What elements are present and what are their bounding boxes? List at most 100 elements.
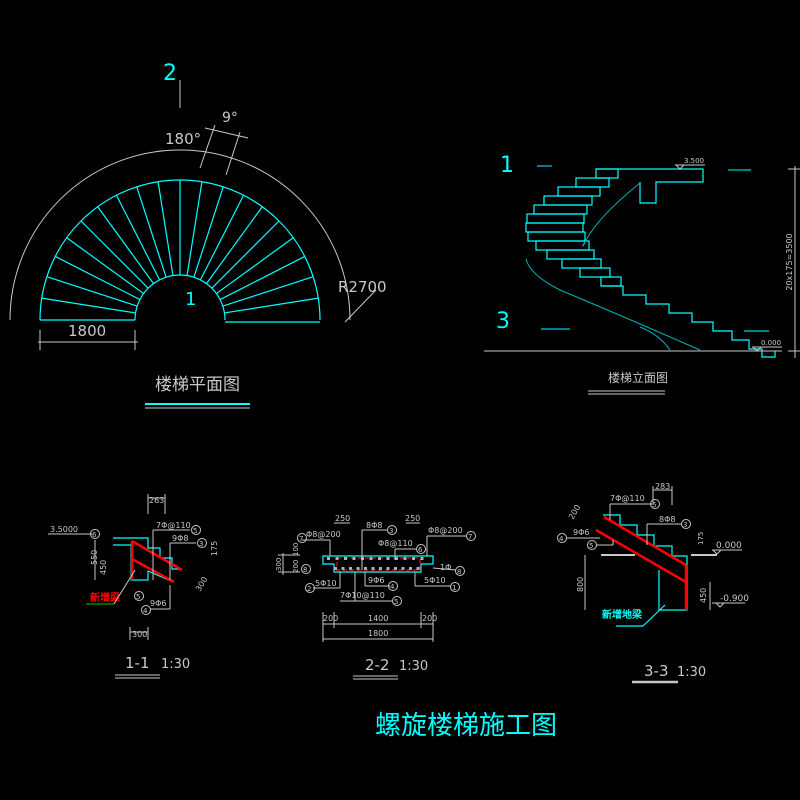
step <box>557 186 601 197</box>
height-dimension: 20x175=3500 <box>785 233 794 290</box>
rebar-dot <box>369 557 373 560</box>
rebar-dot <box>341 567 345 570</box>
dim-800: 800 <box>576 577 585 592</box>
callout-circle <box>197 538 207 548</box>
lower-flight <box>601 285 776 358</box>
dim-200-right: 200 <box>422 614 437 623</box>
callout-number: 8 <box>457 568 461 576</box>
radius-label: R2700 <box>338 278 387 296</box>
rebar-dot <box>379 567 382 570</box>
step <box>526 213 585 224</box>
level-triangle-icon <box>715 602 725 608</box>
step <box>535 240 590 251</box>
rebar-dot <box>409 567 412 570</box>
angle-dim-line <box>204 127 249 139</box>
step <box>527 231 586 242</box>
stringer-curve <box>582 182 641 247</box>
tread-line <box>224 297 319 314</box>
level-minus: -0.900 <box>720 594 749 604</box>
section-scale: 1:30 <box>399 659 428 674</box>
section-mark-3: 3 <box>496 309 510 334</box>
step <box>575 177 610 188</box>
rebar-dot <box>378 557 381 560</box>
callout-circle <box>450 582 460 592</box>
section-title: 3-3 <box>644 662 669 680</box>
section-mark-2: 2 <box>163 61 177 86</box>
rebar-dot <box>394 567 397 570</box>
rebar-right: Φ8@200 <box>428 526 463 535</box>
drawing-title: 螺旋楼梯施工图 <box>375 711 557 741</box>
step <box>546 249 595 260</box>
tread-line <box>193 186 224 278</box>
callout-number: 8 <box>303 566 307 574</box>
rebar-dot <box>344 557 347 560</box>
callout-number: 1 <box>452 584 456 592</box>
section-1-1: 3.5000 263 7Φ@110 9Φ8 9Φ6 550 450 175 30… <box>48 494 219 679</box>
section-scale: 1:30 <box>677 665 706 680</box>
section-mark-1: 1 <box>185 289 196 310</box>
radius-leader <box>344 289 377 323</box>
section-2-2: 250 250 8Φ8 Φ8@200 Φ8@200 Φ8@110 5Φ10 9Φ… <box>275 514 476 680</box>
rebar-dot <box>395 557 398 560</box>
callout-number: 3 <box>199 540 203 548</box>
dim-263: 263 <box>149 496 164 505</box>
dim-slab: 200 <box>567 503 582 521</box>
tread-line <box>46 276 138 307</box>
stair-outline <box>595 514 688 611</box>
tread-line <box>211 220 280 289</box>
callout-circle <box>681 519 691 529</box>
callout-number: 7 <box>468 533 472 541</box>
elevation-steps <box>525 168 776 358</box>
callout-circle <box>141 605 151 615</box>
callout-circle <box>650 499 660 509</box>
step <box>579 267 611 278</box>
tread-line <box>205 206 263 284</box>
callout-circle <box>305 583 315 593</box>
top-level-mark: 3.500 <box>684 157 704 165</box>
dim-250-left: 250 <box>335 514 350 523</box>
stair-outline <box>113 537 181 583</box>
rebar-line <box>603 515 687 567</box>
level-0: 0.000 <box>716 541 742 551</box>
level-triangle-icon <box>675 164 685 170</box>
outer-arc <box>9 149 351 321</box>
dim-450: 450 <box>99 560 108 575</box>
callout-circles: 5 3 5 4 6 <box>90 525 207 615</box>
elevation-title: 楼梯立面图 <box>608 370 668 385</box>
tread-line <box>136 186 167 278</box>
rebar-cage <box>336 557 421 571</box>
rebar-dot <box>335 557 339 560</box>
callout-number: 5 <box>394 598 398 606</box>
angle-dim-line <box>199 124 216 169</box>
callout-circle <box>416 544 426 554</box>
section-scale: 1:30 <box>161 657 190 672</box>
callout-number: 2 <box>307 585 311 593</box>
tread-line <box>219 255 306 301</box>
stringer-curve <box>525 258 701 351</box>
stringer-curve <box>639 326 671 351</box>
rebar-line <box>131 539 183 572</box>
tread-line <box>41 297 136 314</box>
dim-550: 550 <box>90 550 99 565</box>
angle-dim-line <box>225 131 241 176</box>
level-triangle-icon <box>712 549 722 555</box>
leader-line <box>113 569 136 605</box>
tread-line <box>54 255 141 301</box>
rebar-dot <box>416 567 420 570</box>
dim-1400: 1400 <box>368 614 388 623</box>
callout-circle <box>557 533 567 543</box>
new-ground-beam-note: 新增地梁 <box>602 608 643 621</box>
rebar-line <box>595 528 687 584</box>
callout-circles: 5 3 4 5 <box>557 499 691 550</box>
slab-outline <box>322 555 434 573</box>
dim-200-vertical: 200 <box>292 560 300 573</box>
angle-total-label: 180° <box>165 130 201 148</box>
rebar-top-label: 7Φ@110 <box>156 521 191 530</box>
tread-line <box>97 206 155 284</box>
callout-circle <box>90 529 100 539</box>
callout-circle <box>388 581 398 591</box>
angle-step-label: 9° <box>222 110 238 126</box>
ground-level-mark: 0.000 <box>761 339 781 347</box>
rebar-dot <box>349 567 352 570</box>
